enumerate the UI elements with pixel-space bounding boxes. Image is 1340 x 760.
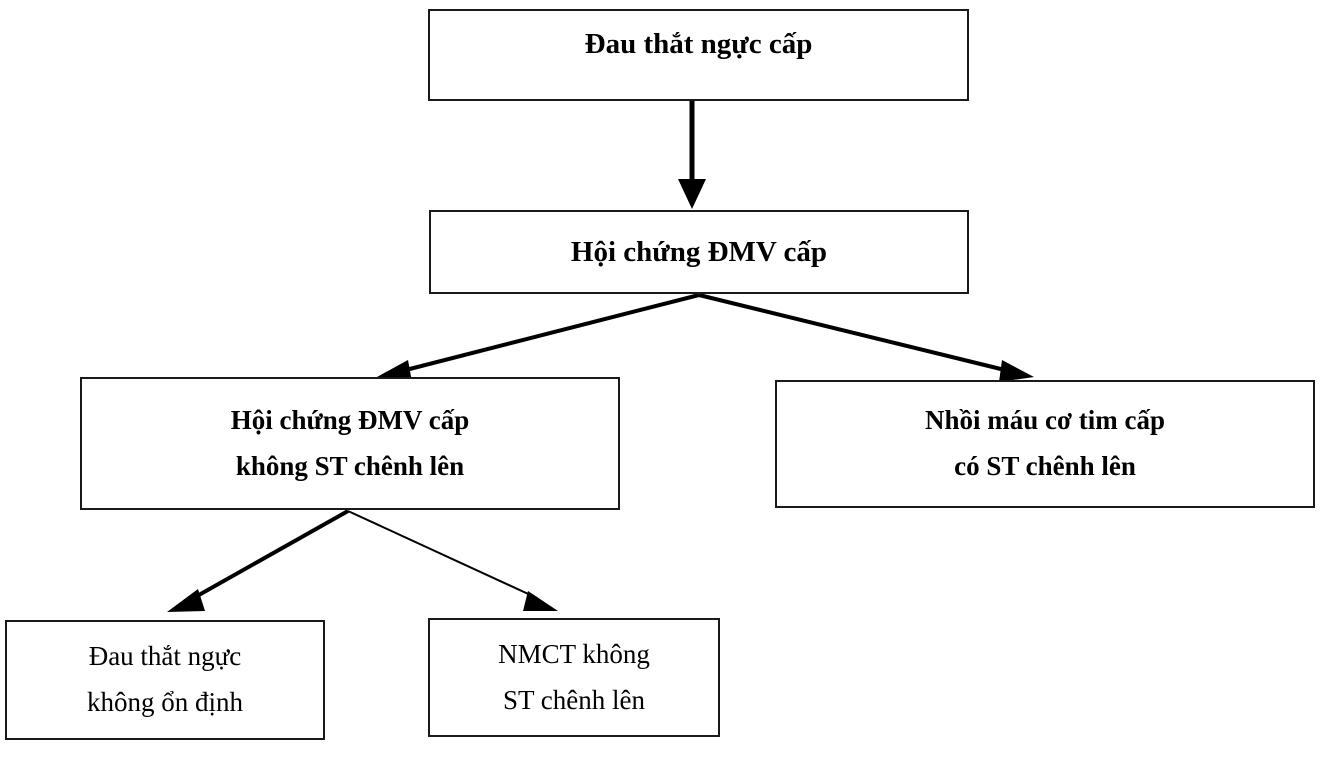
edge-nste-acs-to-angina: [167, 509, 349, 612]
node-label-line: Hội chứng ĐMV cấp: [570, 235, 828, 268]
node-stemi[interactable]: Nhồi máu cơ tim cấp có ST chênh lên: [775, 380, 1315, 508]
node-label-line: có ST chênh lên: [954, 451, 1136, 481]
node-acute-coronary-syndrome[interactable]: Hội chứng ĐMV cấp: [429, 210, 969, 294]
edge-nste-acs-to-nstemi: [347, 510, 558, 611]
edge-chest-pain-to-acs: [678, 101, 706, 209]
node-label-line: NMCT không: [498, 638, 650, 669]
node-acute-chest-pain[interactable]: Đau thắt ngực cấp: [428, 9, 969, 101]
node-nstemi[interactable]: NMCT không ST chênh lên: [428, 618, 720, 737]
node-label-line: không ổn định: [86, 687, 243, 717]
edge-acs-to-stemi: [698, 293, 1034, 382]
edge-acs-to-nste-acs: [377, 293, 700, 382]
node-nste-acs[interactable]: Hội chứng ĐMV cấp không ST chênh lên: [80, 377, 620, 510]
node-label-line: Hội chứng ĐMV cấp: [230, 404, 470, 435]
node-label-line: không ST chênh lên: [235, 450, 465, 481]
node-label-line: Đau thắt ngực: [88, 641, 242, 672]
node-unstable-angina[interactable]: Đau thắt ngực không ổn định: [5, 620, 325, 740]
node-label-line: Đau thắt ngực cấp: [584, 28, 813, 60]
node-label-line: Nhồi máu cơ tim cấp: [925, 405, 1165, 436]
node-label-line: ST chênh lên: [503, 684, 645, 715]
